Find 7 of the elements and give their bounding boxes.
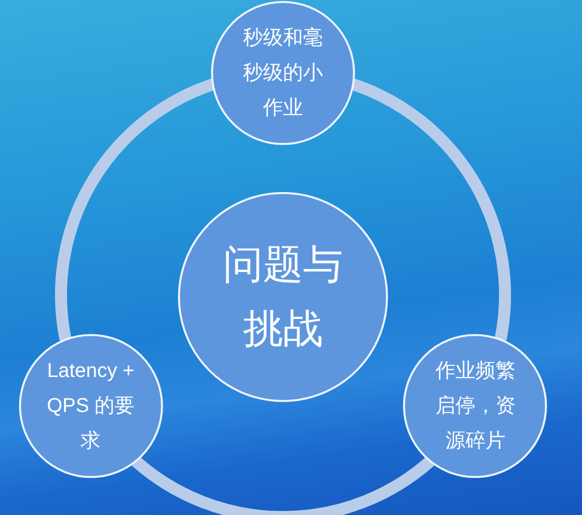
ring-arc <box>55 78 216 340</box>
node-text: 秒级和毫秒级的小作业 <box>242 26 324 120</box>
ring-arc <box>132 456 434 515</box>
ring-arc <box>350 78 511 340</box>
node-text: Latency + QPS 的要求 <box>46 358 136 454</box>
node-text: 问题与挑战 <box>222 242 344 353</box>
node-text: 作业频繁启停，资源碎片 <box>434 358 516 454</box>
